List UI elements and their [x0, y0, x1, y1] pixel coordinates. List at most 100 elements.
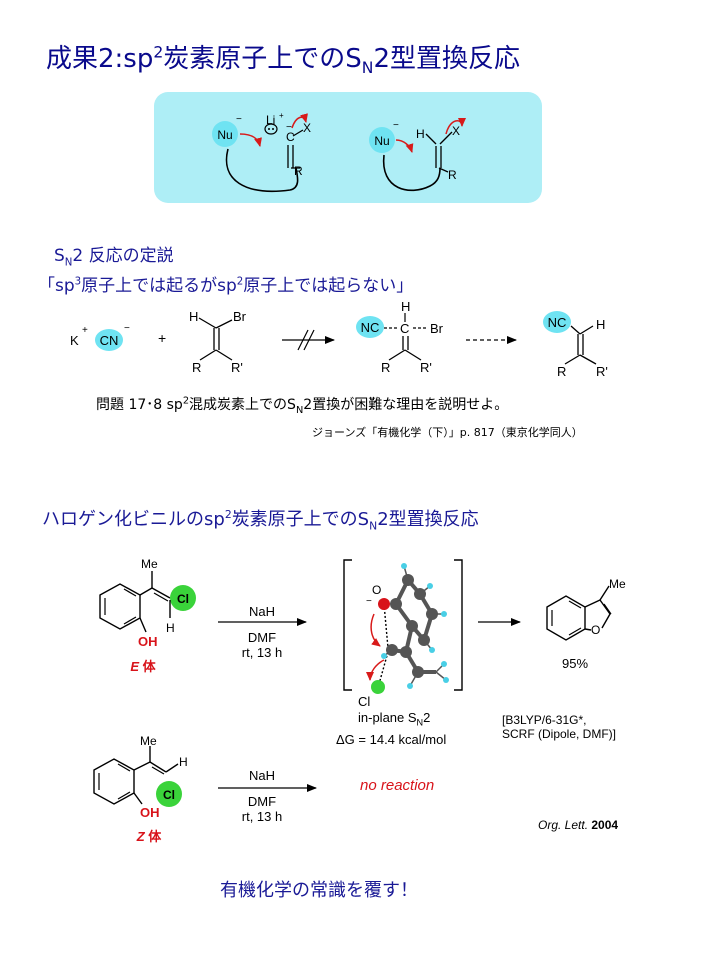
vb-cbr-bond — [215, 319, 233, 329]
prod-nc-label: NC — [548, 315, 567, 330]
method-line2: SCRF (Dipole, DMF)] — [502, 727, 617, 741]
nu-label-2: Nu — [374, 134, 389, 148]
prod-rp: R' — [596, 364, 608, 379]
e-c-oh-bond — [139, 617, 147, 633]
e-reagent: NaH — [248, 604, 275, 619]
x-label-2: X — [452, 124, 460, 138]
ts-energy: ΔG = 14.4 kcal/mol — [336, 732, 447, 747]
e-vinyl-double-a — [151, 587, 171, 599]
r-label-2: R — [448, 168, 457, 182]
nu-ball — [369, 127, 395, 153]
e-substrate: Me Cl H OH — [99, 557, 307, 649]
plus-sign: + — [158, 330, 166, 346]
prod-rp-bond — [579, 354, 597, 365]
mechanism-lithium-carbenoid: Nu − Li + C − X R — [212, 111, 311, 192]
e-conditions: rt, 13 h — [241, 645, 283, 660]
r-bond — [438, 167, 449, 173]
e-isomer-label: E 体 — [130, 659, 156, 674]
vb-ch-bond — [198, 317, 217, 329]
product-yield: 95% — [561, 656, 589, 671]
e-solvent: DMF — [247, 630, 277, 645]
textbook-scheme: K + CN − + H Br R R' NC C H Br R R' — [70, 299, 608, 379]
z-isomer-label: Z 体 — [136, 829, 162, 844]
prod-h: H — [596, 317, 605, 332]
bf-furan — [584, 599, 611, 629]
bf-ring-double — [568, 627, 582, 636]
r-label: R — [294, 164, 303, 178]
nu-label: Nu — [217, 128, 232, 142]
cn-charge: − — [124, 323, 130, 334]
prod-nc-ball — [543, 311, 571, 333]
ts-carbons — [386, 574, 438, 678]
bf-o: O — [591, 623, 600, 637]
cn-ball — [95, 329, 123, 351]
transition-state: O − — [343, 559, 521, 694]
no-reaction: no reaction — [360, 777, 435, 794]
nu-ball — [212, 121, 238, 147]
bf-me: Me — [609, 577, 626, 591]
ts-chlorine — [371, 680, 385, 694]
ts-br-label: Br — [430, 321, 444, 336]
ts-attack-arrow — [370, 613, 381, 647]
bf-me-bond — [599, 585, 610, 601]
bracket-right — [454, 559, 463, 691]
z-solvent: DMF — [247, 794, 277, 809]
z-reagent: NaH — [248, 768, 275, 783]
e-ring-double — [123, 588, 137, 597]
cn-label: CN — [100, 333, 119, 348]
ts-r-bond — [388, 349, 406, 361]
prod-r: R — [557, 364, 566, 379]
bracket-left — [343, 559, 352, 691]
tether — [225, 148, 299, 192]
prod-r-bond — [564, 354, 581, 365]
k-charge: + — [82, 325, 88, 336]
sn2-statement: 「sp3原子上では起るがsp2原子上では起らない」 — [38, 276, 414, 296]
z-me: Me — [140, 734, 157, 748]
z-cl-ball — [156, 781, 182, 807]
textbook-problem: 問題 17･8 sp2混成炭素上でのSN2置換が困難な理由を説明せよ。 — [96, 395, 509, 416]
nu-arrow — [239, 133, 262, 147]
sn2-heading: SN2 反応の定説 — [54, 246, 174, 269]
bf-o-bond — [584, 628, 592, 631]
vb-r-bond — [199, 349, 217, 361]
mechanism-panel — [154, 92, 542, 203]
ts-oxygen — [378, 598, 390, 610]
vb-r: R — [192, 360, 201, 375]
ts-hydrogens — [381, 563, 449, 689]
mechanism-vinyl-halide: Nu − H X R — [369, 117, 466, 192]
nu-charge: − — [393, 120, 399, 131]
z-benzene — [93, 758, 135, 805]
lone-pair-dot — [268, 128, 270, 130]
e-ring-double — [123, 616, 137, 625]
lone-pair — [264, 123, 278, 135]
leaving-arrow — [291, 113, 308, 129]
cx-bond — [439, 131, 453, 145]
ch-bond — [425, 133, 437, 145]
prod-c-cn-bond — [570, 325, 581, 335]
slogan: 有機化学の常識を覆す！ — [220, 880, 418, 901]
ts-nc-label: NC — [361, 320, 380, 335]
ts-nc-ball — [356, 316, 384, 338]
z-conditions: rt, 13 h — [241, 809, 283, 824]
e-cl: Cl — [177, 592, 189, 606]
e-oh: OH — [138, 634, 158, 649]
ts-r: R — [381, 360, 390, 375]
z-h: H — [179, 755, 188, 769]
z-vinyl-double-b — [151, 766, 165, 775]
z-vinyl-double-a — [149, 761, 167, 773]
li-label: Li — [266, 113, 275, 127]
z-cl: Cl — [163, 788, 175, 802]
nu-charge: − — [236, 114, 242, 125]
li-charge: + — [279, 111, 284, 120]
z-c-oh-bond — [133, 792, 143, 805]
carbanion-label: C — [286, 130, 295, 144]
ts-mode: in-plane SN2 — [358, 710, 431, 728]
ts-leave-arrow — [366, 659, 385, 681]
nu-arrow — [395, 139, 414, 153]
z-aryl-vinyl-bond — [133, 761, 151, 771]
k-label: K — [70, 333, 79, 348]
prod-ch-bond — [579, 325, 594, 335]
z-ring-double — [117, 791, 131, 800]
e-h: H — [166, 621, 175, 635]
textbook-reference: ジョーンズ「有機化学（下）」p. 817（東京化学同人） — [312, 426, 583, 439]
